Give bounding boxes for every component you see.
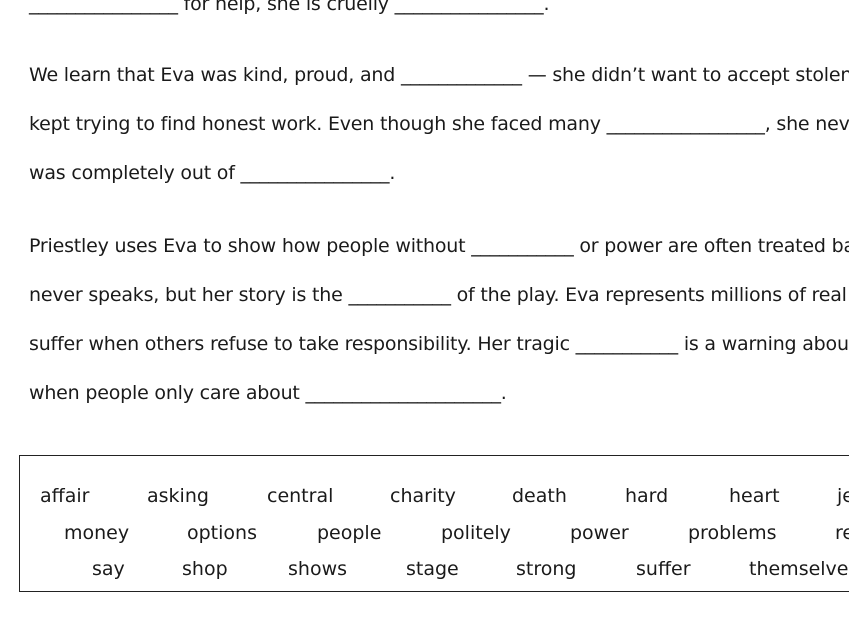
word-bank-item: shop <box>182 558 228 580</box>
word-bank-item: power <box>570 522 629 544</box>
passage-line: when people only care about ____________… <box>29 382 507 404</box>
word-bank-item: problems <box>688 522 777 544</box>
word-bank-item: suffer <box>636 558 691 580</box>
passage-line: ________________ for help, she is cruell… <box>29 0 550 15</box>
word-bank-item: say <box>92 558 125 580</box>
word-bank-item: people <box>317 522 382 544</box>
word-bank-item: central <box>267 485 334 507</box>
passage-line: never speaks, but her story is the _____… <box>29 284 849 306</box>
passage-line: kept trying to find honest work. Even th… <box>29 113 849 135</box>
word-bank-item: heart <box>729 485 780 507</box>
word-bank-item: hard <box>625 485 669 507</box>
word-bank-item: options <box>187 522 257 544</box>
word-bank-item: death <box>512 485 567 507</box>
word-bank-item: stage <box>406 558 459 580</box>
word-bank-item: charity <box>390 485 456 507</box>
passage-line: Priestley uses Eva to show how people wi… <box>29 235 849 257</box>
passage-line: We learn that Eva was kind, proud, and _… <box>29 64 849 86</box>
passage-line: suffer when others refuse to take respon… <box>29 333 849 355</box>
passage-line: was completely out of ________________. <box>29 162 396 184</box>
word-bank-item: shows <box>288 558 348 580</box>
word-bank-item: asking <box>147 485 209 507</box>
word-bank-item: je <box>837 485 849 507</box>
word-bank: affair asking central charity death hard… <box>19 455 849 592</box>
word-bank-item: re <box>835 522 849 544</box>
word-bank-item: politely <box>441 522 511 544</box>
word-bank-item: strong <box>516 558 577 580</box>
word-bank-item: money <box>64 522 130 544</box>
word-bank-item: affair <box>40 485 90 507</box>
word-bank-item: themselves <box>749 558 849 580</box>
